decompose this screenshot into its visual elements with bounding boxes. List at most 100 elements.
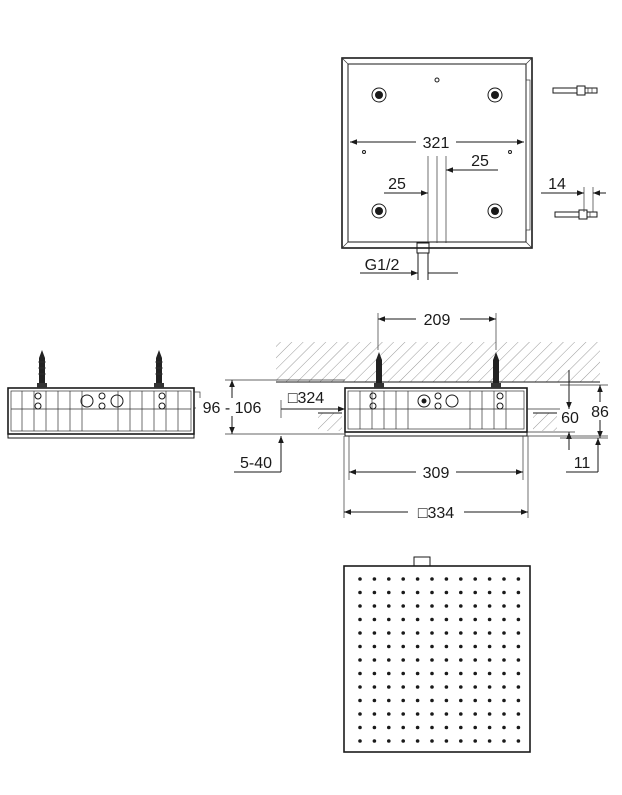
nozzle-dot: [487, 577, 492, 581]
nozzle-dot: [459, 725, 463, 730]
nozzle-dot: [415, 631, 420, 635]
nozzle-dot: [387, 631, 391, 635]
nozzle-dot: [372, 671, 377, 676]
nozzle-dot: [502, 604, 506, 608]
nozzle-dot: [372, 685, 377, 689]
nozzle-grid: [358, 577, 521, 743]
nozzle-dot: [358, 631, 362, 635]
ceiling-hatch: [276, 342, 600, 382]
nozzle-dot: [415, 577, 420, 581]
nozzle-dot: [502, 725, 506, 730]
nozzle-dot: [502, 671, 506, 676]
side-plate: [7, 433, 195, 439]
nozzle-dot: [372, 712, 377, 716]
total-height-label: 86: [591, 404, 609, 421]
nozzle-dot: [502, 617, 506, 622]
nozzle-dot: [401, 631, 406, 635]
valve-icon: [445, 394, 459, 408]
nozzle-dot: [387, 712, 391, 716]
left-side-view: [7, 350, 201, 439]
top-view-corner-lines: [341, 57, 533, 249]
offset-right-label: 25: [471, 153, 489, 170]
nozzle-dot: [516, 685, 521, 689]
nozzle-dot: [444, 644, 449, 649]
nozzle-dot: [487, 644, 492, 649]
nozzle-dot: [358, 604, 362, 608]
nozzle-dot: [459, 739, 463, 743]
nozzle-dot: [401, 725, 406, 730]
mounting-hole-icon: [371, 87, 387, 103]
nozzle-dot: [430, 590, 434, 595]
box-size-label: □324: [288, 390, 324, 407]
plate-height-label: 11: [574, 455, 591, 472]
nozzle-dot: [459, 712, 463, 716]
nozzle-dot: [473, 698, 478, 703]
nozzle-dot: [358, 698, 362, 703]
nozzle-dot: [387, 590, 391, 595]
body-width-label: 309: [423, 465, 450, 482]
nozzle-dot: [502, 644, 506, 649]
nozzle-dot: [401, 739, 406, 743]
nozzle-dot: [415, 698, 420, 703]
nozzle-dot: [444, 698, 449, 703]
nozzle-dot: [459, 671, 463, 676]
nozzle-dot: [444, 658, 449, 662]
nozzle-dot: [415, 604, 420, 608]
nozzle-dot: [430, 577, 434, 581]
nozzle-dot: [502, 698, 506, 703]
nozzle-dot: [487, 617, 492, 622]
nozzle-dot: [459, 604, 463, 608]
nozzle-dot: [358, 590, 362, 595]
inlet-stub: [413, 556, 431, 567]
anchor-screw-icon: [491, 352, 501, 388]
nozzle-dot: [430, 631, 434, 635]
nozzle-dot: [430, 725, 434, 730]
nozzle-dot: [459, 658, 463, 662]
nozzle-dot: [430, 604, 434, 608]
nozzle-dot: [473, 685, 478, 689]
nozzle-dot: [459, 644, 463, 649]
fitting-icon: [98, 392, 106, 410]
body-height-label: 60: [561, 410, 579, 427]
nozzle-dot: [430, 617, 434, 622]
nozzle-dot: [401, 658, 406, 662]
valve-icon: [80, 394, 94, 408]
nozzle-dot: [401, 577, 406, 581]
nozzle-dot: [487, 685, 492, 689]
nozzle-dot: [430, 712, 434, 716]
nozzle-dot: [401, 590, 406, 595]
ceiling-gap-label: 5-40: [240, 455, 272, 472]
nozzle-dot: [358, 712, 362, 716]
nozzle-dot: [372, 590, 377, 595]
nozzle-dot: [444, 590, 449, 595]
nozzle-dot: [387, 698, 391, 703]
bolt-icon: [554, 209, 598, 220]
bolt-icon: [552, 85, 598, 96]
nozzle-dot: [502, 658, 506, 662]
nozzle-dot: [415, 671, 420, 676]
nozzle-dot: [444, 725, 449, 730]
bolt-gap-label: 14: [548, 176, 566, 193]
nozzle-dot: [516, 671, 521, 676]
nozzle-dot: [487, 725, 492, 730]
nozzle-dot: [415, 725, 420, 730]
top-view-outer-frame: [341, 57, 533, 249]
nozzle-dot: [387, 739, 391, 743]
nozzle-dot: [444, 712, 449, 716]
valve-icon: [110, 394, 124, 408]
nozzle-dot: [502, 631, 506, 635]
nozzle-dot: [487, 698, 492, 703]
nozzle-dot: [358, 671, 362, 676]
nozzle-dot: [372, 658, 377, 662]
nozzle-dot: [459, 577, 463, 581]
mounting-hole-icon: [487, 87, 503, 103]
nozzle-dot: [358, 725, 362, 730]
nozzle-dot: [444, 671, 449, 676]
nozzle-dot: [387, 685, 391, 689]
nozzle-dot: [430, 658, 434, 662]
outer-size-label: □334: [418, 505, 454, 522]
nozzle-dot: [387, 644, 391, 649]
nozzle-dot: [516, 577, 521, 581]
mounting-hole-icon: [487, 203, 503, 219]
